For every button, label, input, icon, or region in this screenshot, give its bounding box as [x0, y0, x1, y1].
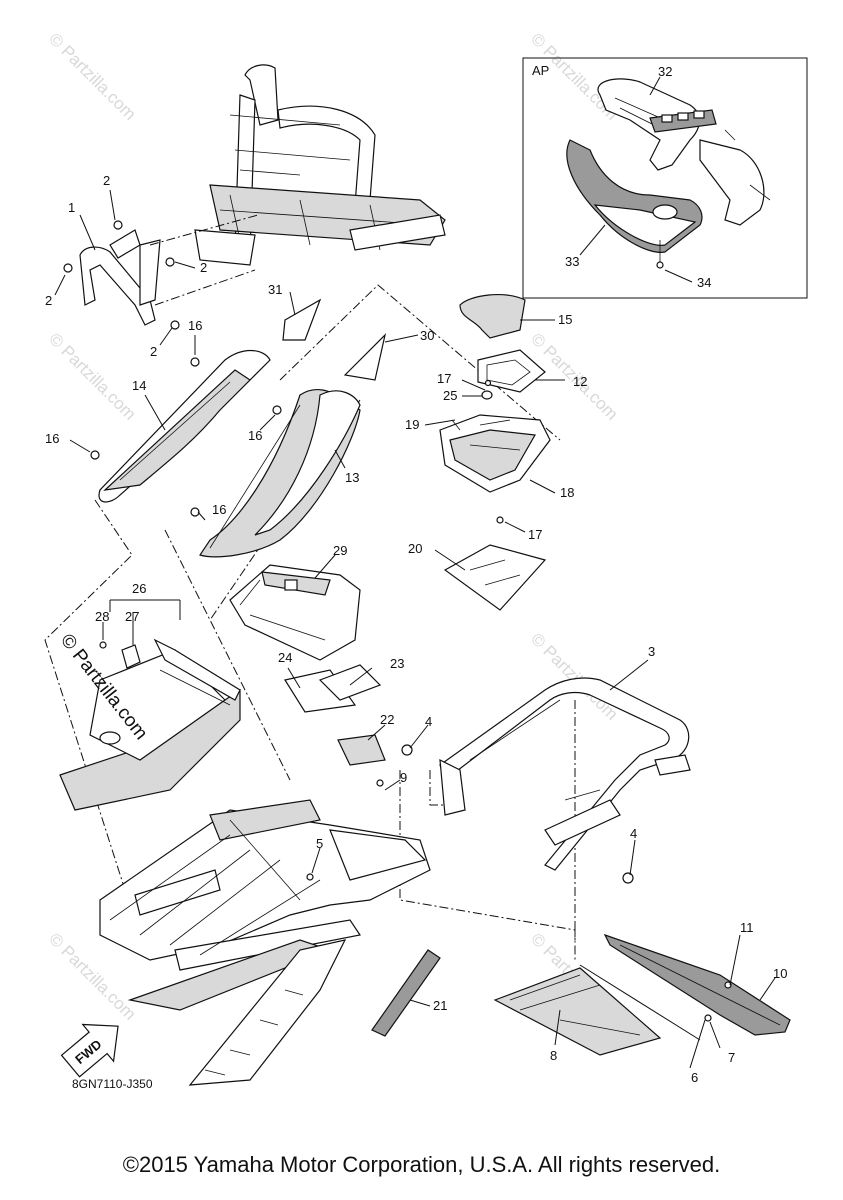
- callout-15: 15: [558, 312, 572, 327]
- side-panel-13: [190, 388, 361, 558]
- callout-16: 16: [45, 431, 59, 446]
- callout-8: 8: [550, 1048, 557, 1063]
- inset-ap: AP: [522, 57, 808, 299]
- callout-16: 16: [212, 502, 226, 517]
- watermark: © Partzilla.com: [527, 629, 621, 723]
- callout-2: 2: [200, 260, 207, 275]
- callout-25: 25: [443, 388, 457, 403]
- rear-parts-top: [459, 294, 546, 400]
- callout-2: 2: [103, 173, 110, 188]
- callout-11: 11: [740, 920, 754, 935]
- callout-6: 6: [691, 1070, 698, 1085]
- callout-26: 26: [132, 581, 146, 596]
- callouts: 1 2 2 2 2 3 4 4 5 6 7 8 9 10 11 12 13 14…: [45, 64, 787, 1085]
- callout-30: 30: [420, 328, 434, 343]
- callout-24: 24: [278, 650, 292, 665]
- callout-16: 16: [248, 428, 262, 443]
- callout-2: 2: [45, 293, 52, 308]
- callout-32: 32: [658, 64, 672, 79]
- watermark: © Partzilla.com: [45, 329, 139, 423]
- callout-14: 14: [132, 378, 146, 393]
- callout-29: 29: [333, 543, 347, 558]
- callout-17: 17: [437, 371, 451, 386]
- flap-10: [603, 933, 791, 1036]
- callout-20: 20: [408, 541, 422, 556]
- callout-1: 1: [68, 200, 75, 215]
- rear-housing-18: [439, 414, 551, 524]
- callout-23: 23: [390, 656, 404, 671]
- bumper-3: [401, 677, 691, 884]
- bracket-26: [99, 599, 181, 669]
- callout-27: 27: [125, 609, 139, 624]
- callout-13: 13: [345, 470, 359, 485]
- callout-21: 21: [433, 998, 447, 1013]
- callout-16: 16: [188, 318, 202, 333]
- callout-12: 12: [573, 374, 587, 389]
- callout-17: 17: [528, 527, 542, 542]
- callout-7: 7: [728, 1050, 735, 1065]
- callout-9: 9: [400, 770, 407, 785]
- main-chassis: [99, 779, 431, 1086]
- callout-2: 2: [150, 344, 157, 359]
- flap-8: [493, 964, 701, 1056]
- callout-5: 5: [316, 836, 323, 851]
- bracket-1: [63, 214, 259, 330]
- callout-34: 34: [697, 275, 711, 290]
- block-29: [229, 564, 361, 661]
- callout-19: 19: [405, 417, 419, 432]
- strip-21: [371, 949, 441, 1037]
- callout-3: 3: [648, 644, 655, 659]
- upper-frame: [194, 64, 446, 266]
- watermark: © Partzilla.com: [45, 29, 139, 123]
- left-plate: [59, 638, 241, 811]
- copyright-notice: ©2015 Yamaha Motor Corporation, U.S.A. A…: [122, 1152, 721, 1177]
- callout-31: 31: [268, 282, 282, 297]
- callout-10: 10: [773, 966, 787, 981]
- decal-31: [282, 298, 322, 341]
- callout-28: 28: [95, 609, 109, 624]
- decal-30: [343, 333, 387, 381]
- callout-33: 33: [565, 254, 579, 269]
- diagram-code: 8GN7110-J350: [72, 1077, 153, 1091]
- mat-20: [443, 544, 547, 611]
- callout-22: 22: [380, 712, 394, 727]
- inset-label: AP: [532, 63, 549, 78]
- leader-lines: [54, 76, 776, 1069]
- small-plates: [284, 664, 386, 766]
- callout-4: 4: [630, 826, 637, 841]
- callout-4: 4: [425, 714, 432, 729]
- side-panel-14: [90, 350, 271, 503]
- callout-18: 18: [560, 485, 574, 500]
